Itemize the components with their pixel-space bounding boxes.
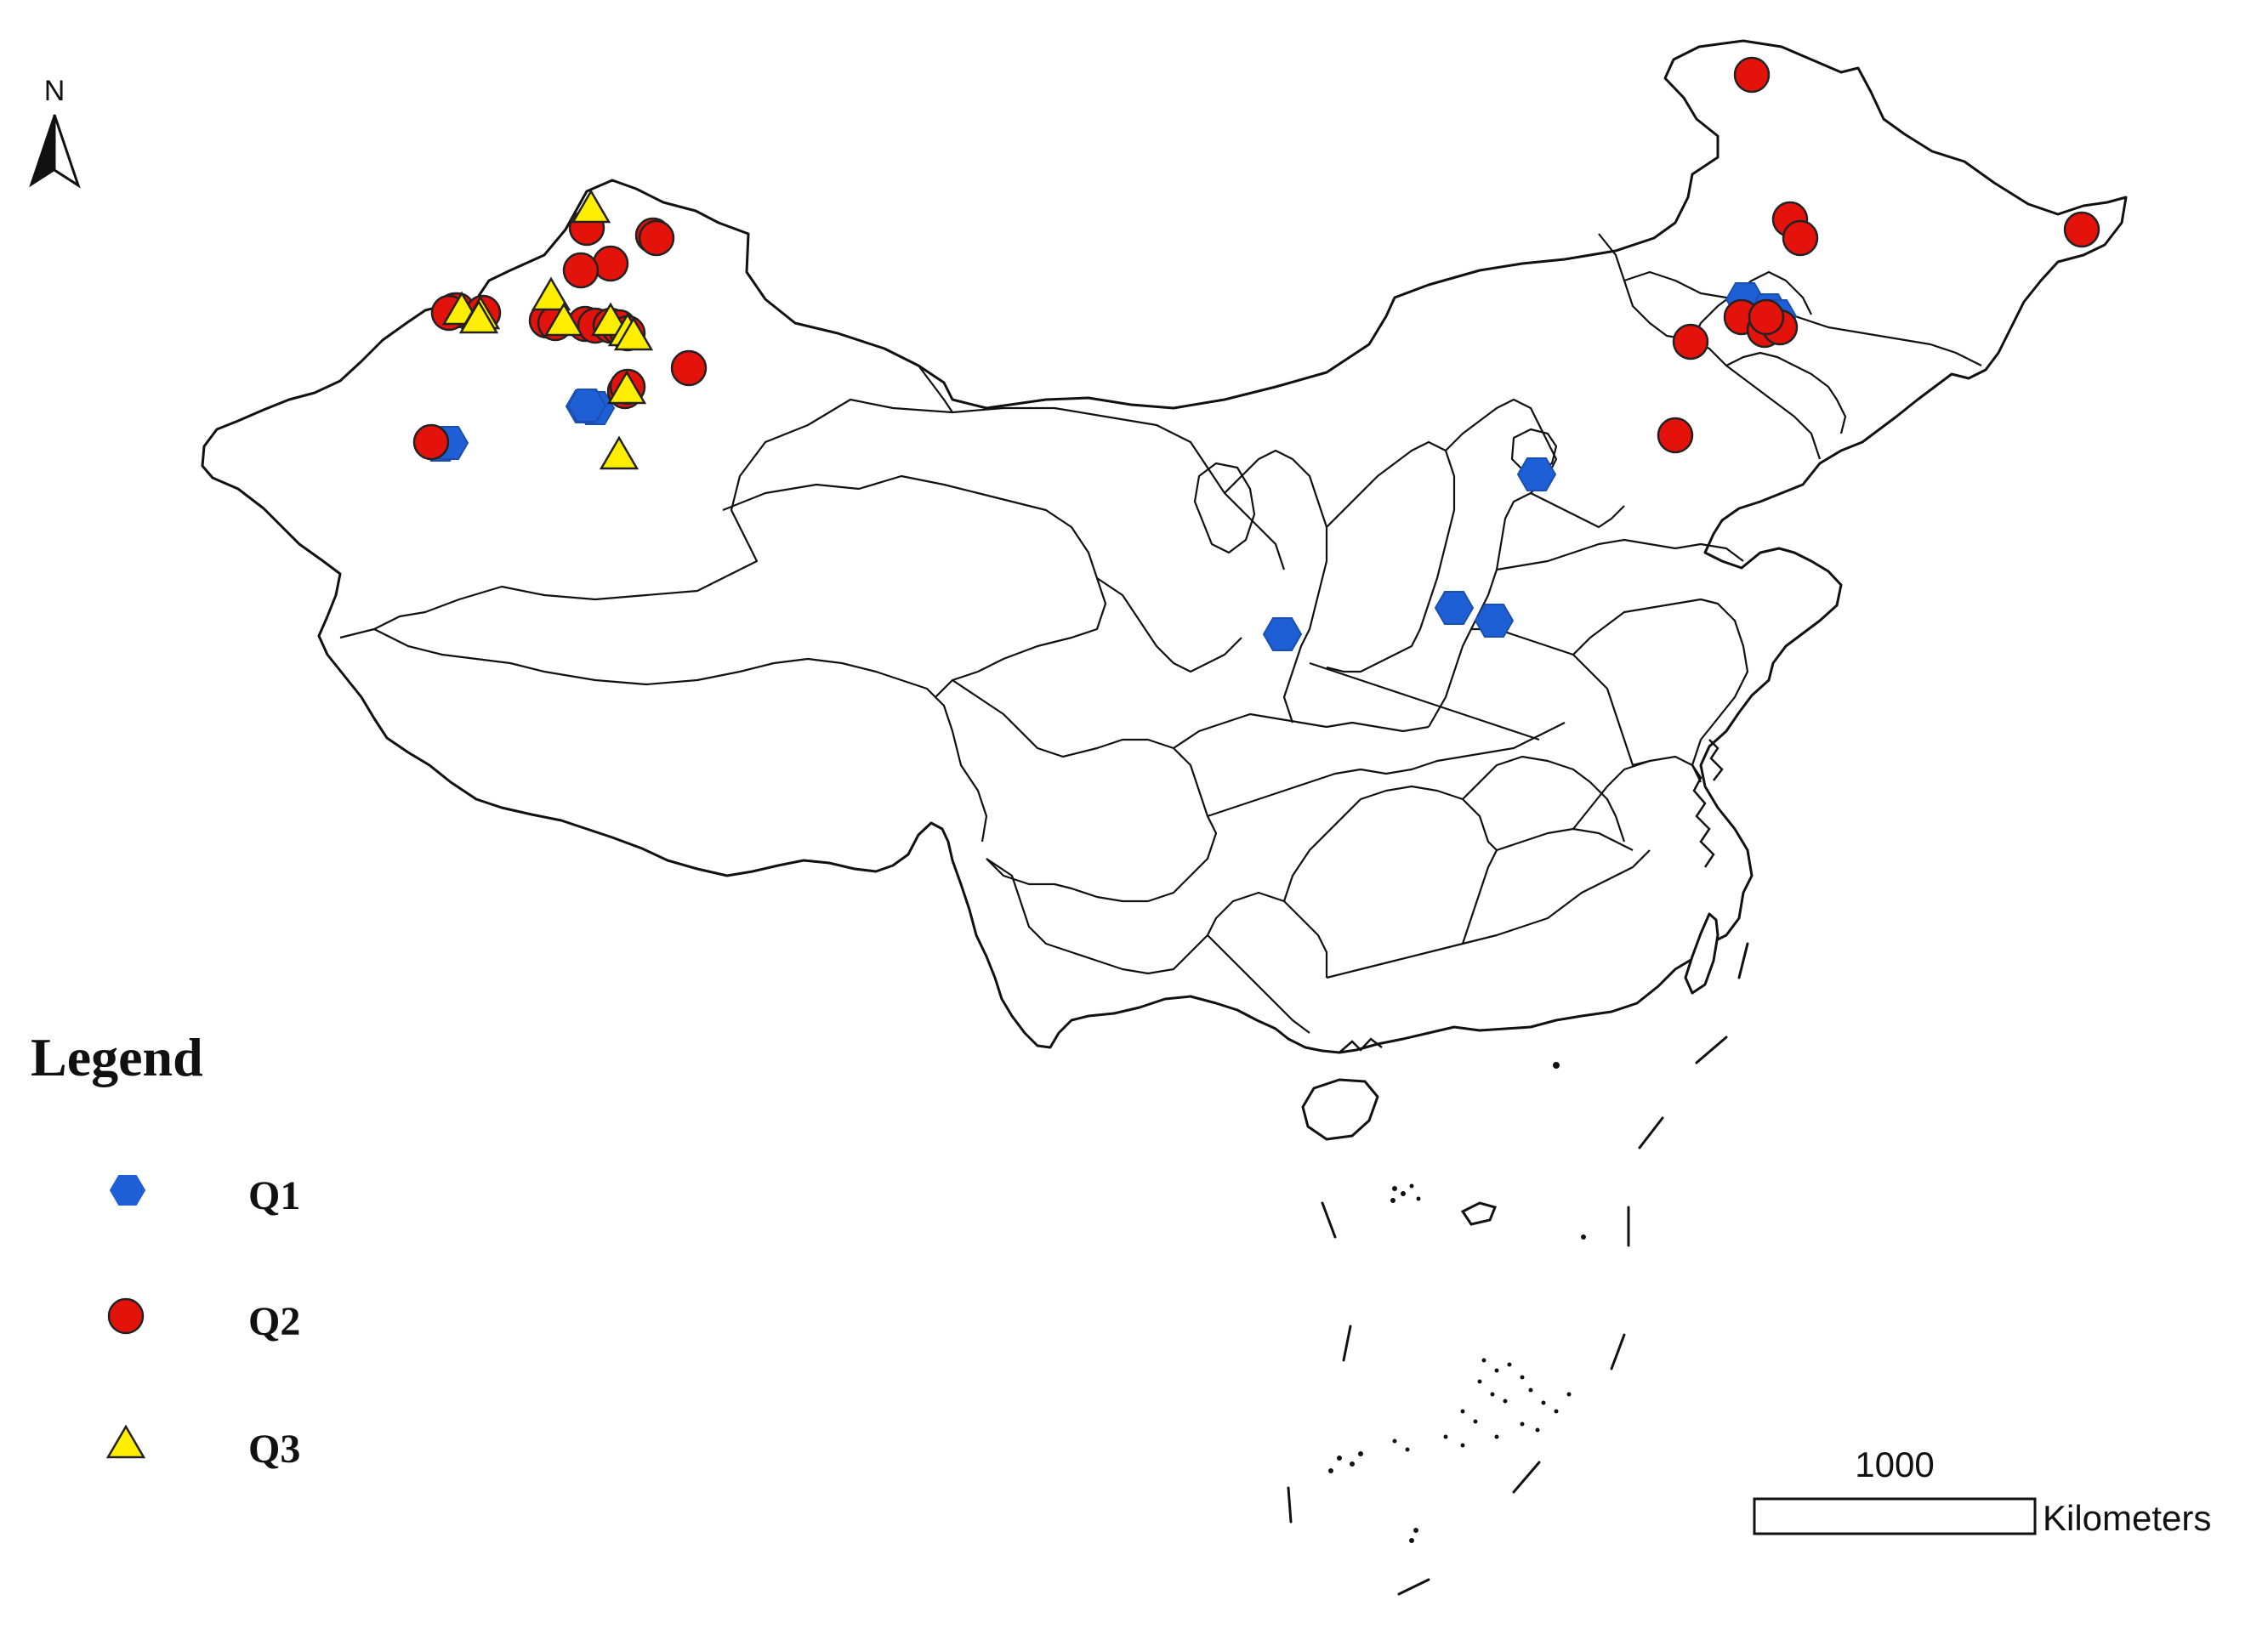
q2-marker	[412, 423, 450, 461]
q3-marker	[606, 370, 647, 405]
beijing-boundary	[1510, 428, 1558, 474]
q3-marker	[531, 276, 571, 311]
q2-marker	[1782, 219, 1819, 257]
q1-marker	[1262, 617, 1303, 651]
markers-q3	[441, 189, 654, 470]
legend-q2-label: Q2	[248, 1299, 300, 1344]
q2-marker	[2063, 211, 2100, 248]
north-arrow-icon: N	[29, 75, 81, 189]
q3-marker	[613, 316, 654, 351]
q1-marker	[566, 389, 607, 423]
legend-q1-label: Q1	[248, 1173, 300, 1218]
q2-marker	[1733, 56, 1771, 94]
q2-marker	[638, 219, 675, 257]
scale-bar-box	[1753, 1497, 2037, 1535]
legend-q1-symbol	[109, 1175, 146, 1206]
island-dots	[1328, 1062, 1586, 1543]
taiwan-outline	[1684, 912, 1719, 995]
country-outline	[201, 39, 2128, 1141]
q2-marker	[1657, 417, 1694, 454]
coastline-detail	[1339, 739, 1724, 1053]
legend: Legend Q1 Q2 Q3	[31, 1027, 300, 1472]
q1-marker	[1516, 457, 1557, 491]
q3-marker	[543, 302, 584, 337]
island-outline	[1460, 1201, 1498, 1226]
q3-marker	[571, 189, 611, 224]
scale-bar-unit: Kilometers	[2043, 1498, 2211, 1538]
q2-marker	[670, 349, 708, 387]
legend-q3-symbol	[105, 1424, 146, 1459]
q2-marker	[1748, 298, 1785, 336]
south-china-sea	[1287, 942, 1749, 1596]
legend-q2-symbol	[107, 1297, 145, 1335]
q1-marker	[1474, 604, 1515, 638]
province-boundaries	[339, 233, 1982, 1034]
hainan-outline	[1301, 1078, 1379, 1141]
q2-marker	[562, 252, 600, 289]
q2-marker	[1672, 323, 1709, 360]
scale-bar-value: 1000	[1855, 1444, 1934, 1484]
north-label: N	[44, 75, 65, 107]
ningxia-boundary	[1193, 462, 1256, 554]
q2-marker	[592, 245, 629, 282]
q3-marker	[458, 299, 499, 334]
q1-marker	[1434, 591, 1475, 625]
legend-q3-label: Q3	[248, 1427, 300, 1472]
mainland-outline	[201, 39, 2128, 1054]
scale-bar: 1000 Kilometers	[1753, 1444, 2211, 1538]
q3-marker	[599, 435, 639, 470]
legend-title: Legend	[31, 1027, 203, 1087]
